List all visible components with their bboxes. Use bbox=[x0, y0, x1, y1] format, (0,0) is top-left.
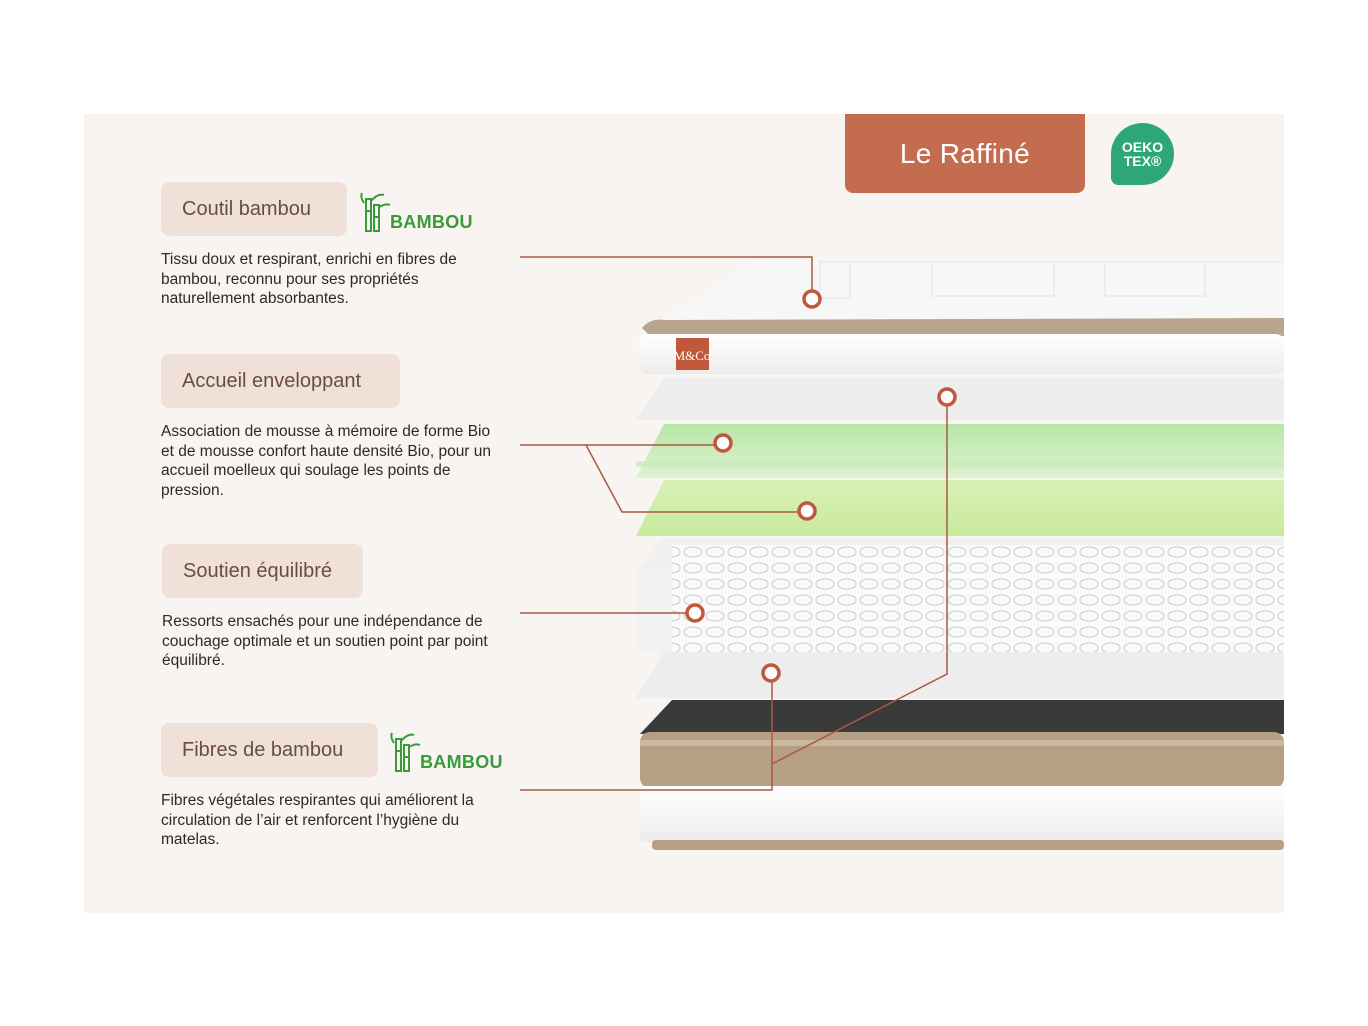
layer-desc-fibres: Fibres végétales respirantes qui amélior… bbox=[161, 792, 474, 848]
product-title: Le Raffiné bbox=[845, 114, 1085, 193]
oeko-tex-line1: OEKO bbox=[1121, 139, 1164, 155]
thin-foam-layer bbox=[636, 378, 1284, 420]
mattress-base bbox=[640, 700, 1284, 850]
layer-desc-soutien: Ressorts ensachés pour une indépendance … bbox=[162, 613, 488, 669]
leader-accueil bbox=[585, 444, 806, 513]
brand-tag-text: M&Co bbox=[674, 348, 711, 363]
comfort-foam-layer bbox=[636, 480, 1284, 536]
spring-layer bbox=[636, 538, 1284, 652]
layer-desc-coutil: Tissu doux et respirant, enrichi en fibr… bbox=[161, 251, 457, 307]
marker-coutil bbox=[802, 289, 822, 309]
bottom-foam-layer bbox=[636, 652, 1284, 698]
layer-title-accueil: Accueil enveloppant bbox=[161, 354, 400, 408]
bambou-icon bbox=[390, 732, 421, 772]
brand-tag bbox=[676, 338, 709, 370]
marker-fibres-top bbox=[937, 387, 957, 407]
bambou-badge: BAMBOU bbox=[360, 191, 473, 233]
layer-title-soutien: Soutien équilibré bbox=[162, 544, 363, 598]
oeko-tex-badge: OEKO TEX® bbox=[1111, 123, 1174, 185]
marker-springs bbox=[685, 603, 705, 623]
marker-memory-foam bbox=[713, 433, 733, 453]
layer-title-coutil: Coutil bambou bbox=[161, 182, 347, 236]
leader-coutil bbox=[520, 256, 813, 298]
bambou-icon bbox=[360, 192, 391, 232]
oeko-tex-line2: TEX® bbox=[1123, 153, 1162, 169]
marker-fibres-bottom bbox=[761, 663, 781, 683]
bambou-label: BAMBOU bbox=[390, 212, 473, 232]
layer-title-fibres: Fibres de bambou bbox=[161, 723, 378, 777]
leader-fibres bbox=[520, 673, 773, 791]
memory-foam-layer bbox=[636, 424, 1284, 478]
topper-layer: M&Co bbox=[639, 258, 1284, 374]
layer-desc-accueil: Association de mousse à mémoire de forme… bbox=[161, 423, 492, 499]
bambou-label: BAMBOU bbox=[420, 752, 503, 772]
marker-comfort-foam bbox=[797, 501, 817, 521]
bambou-badge-2: BAMBOU bbox=[390, 731, 503, 773]
